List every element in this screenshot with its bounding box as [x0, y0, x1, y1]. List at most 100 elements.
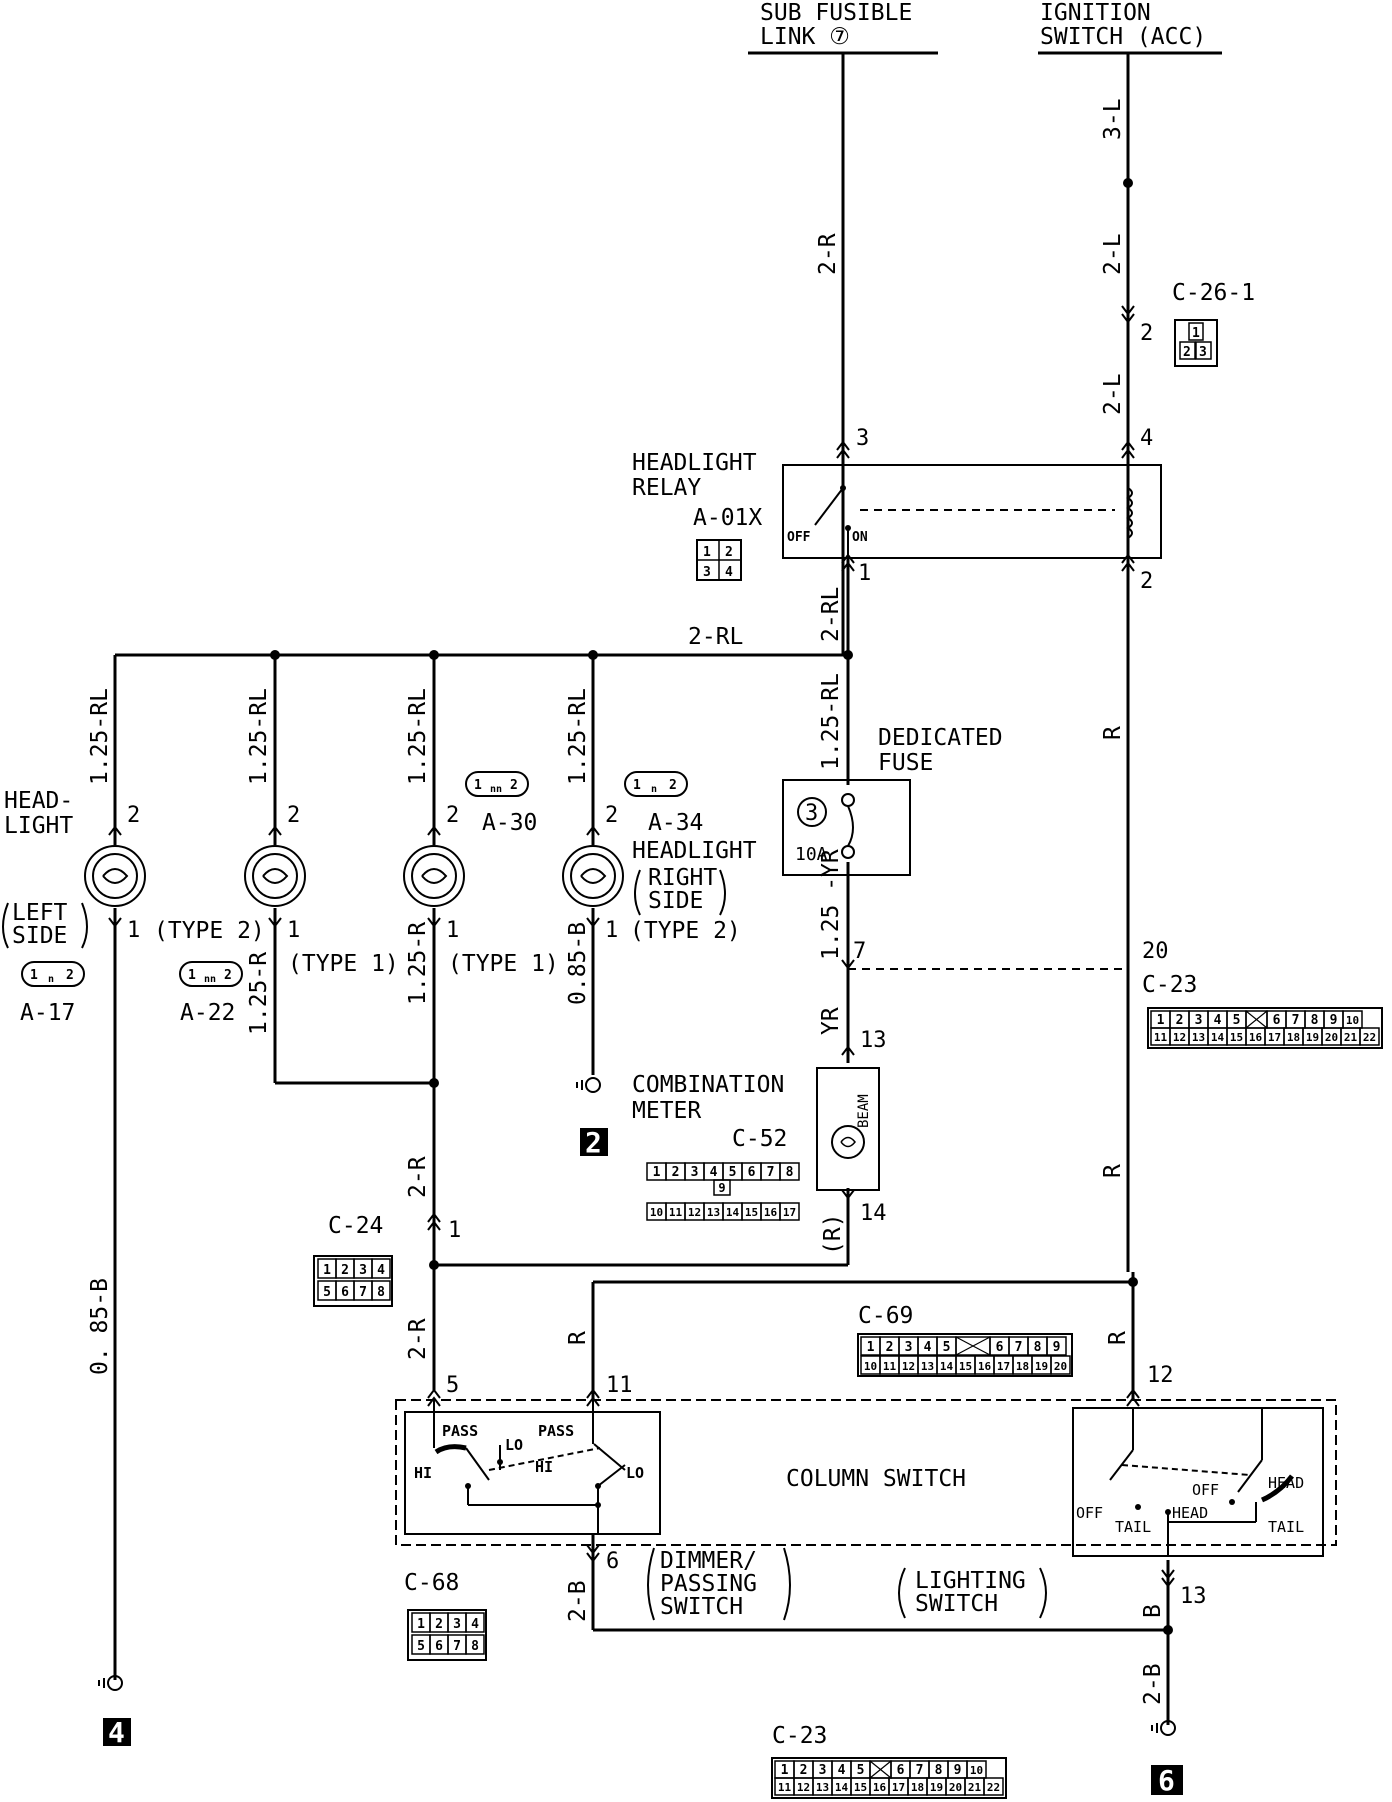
- dimmer-label-1: DIMMER/: [660, 1548, 757, 1574]
- pin-6: 6: [606, 1549, 619, 1574]
- wires: [113, 51, 1222, 1725]
- c23-pin: 1: [1157, 1013, 1165, 1028]
- c69-pin: 6: [996, 1340, 1004, 1355]
- wire-label-R-col: R: [565, 1331, 591, 1345]
- right-side-label-2: SIDE: [648, 888, 703, 914]
- relay-connector-grid: 1 2 3 4: [696, 539, 742, 581]
- c23-pin: 18: [1287, 1031, 1300, 1044]
- c69-pin: 12: [902, 1360, 915, 1373]
- left-side-label-1: LEFT: [12, 900, 68, 926]
- pin-5: 5: [446, 1373, 459, 1398]
- a01x-pin-4: 4: [725, 565, 733, 580]
- c23b-pin: 16: [873, 1781, 887, 1794]
- connector-a22-shape: 1 nn 2: [179, 961, 243, 987]
- c23b-pin: 4: [838, 1763, 846, 1778]
- c52-pin: 9: [718, 1181, 725, 1195]
- pass-label-1: PASS: [442, 1422, 478, 1440]
- a01x-pin-2: 2: [725, 545, 733, 560]
- pin-11: 11: [606, 1373, 633, 1398]
- connector-c24-label: C-24: [328, 1213, 383, 1239]
- c68-pin: 3: [453, 1617, 461, 1632]
- c52-pin: 4: [710, 1165, 718, 1180]
- wire-label-2R-b: 2-R: [405, 1318, 431, 1360]
- wire-label-125R-b: 1.25-R: [405, 922, 431, 1005]
- c23b-pin: 18: [911, 1781, 924, 1794]
- wire-label-125RL-3: 1.25-RL: [405, 688, 431, 785]
- c23b-pin: 15: [854, 1781, 867, 1794]
- ignition-switch-label-2: SWITCH (ACC): [1040, 24, 1206, 50]
- relay-label-1: HEADLIGHT: [632, 450, 757, 476]
- pin-2-relay: 2: [1140, 569, 1153, 594]
- ground-badge-6: [1151, 1765, 1183, 1795]
- beam-label: BEAM: [856, 1094, 872, 1128]
- ground-4-label: 4: [108, 1716, 125, 1749]
- hi-label-2: HI: [535, 1458, 553, 1476]
- wire-label-125RL-1: 1.25-RL: [87, 688, 113, 785]
- c23-pin: 17: [1268, 1031, 1281, 1044]
- c68-pin: 6: [435, 1639, 443, 1654]
- c23-pin: 14: [1211, 1031, 1225, 1044]
- c69-pin: 10: [864, 1360, 877, 1373]
- wire-label-125RL-fuse: 1.25-RL: [818, 673, 844, 770]
- c23-pin: 9: [1330, 1013, 1338, 1028]
- c69-pin: 15: [959, 1360, 972, 1373]
- c24-pin: 6: [341, 1285, 349, 1300]
- lighting-label-2: SWITCH: [915, 1591, 998, 1617]
- sub-fusible-link-label-1: SUB FUSIBLE: [760, 0, 912, 26]
- ground-symbol-4: [98, 1675, 123, 1691]
- c23b-pin: 8: [935, 1763, 943, 1778]
- sub-fusible-link-label-2: LINK ⑦: [760, 24, 850, 50]
- c69-pin: 20: [1054, 1360, 1067, 1373]
- wire-label-2RL-v: 2-RL: [818, 587, 844, 642]
- head-label-1: HEAD: [1172, 1504, 1208, 1522]
- c69-pin: 4: [924, 1340, 932, 1355]
- c52-pin: 12: [688, 1206, 701, 1219]
- c68-pin: 1: [417, 1617, 425, 1632]
- c23b-pin: 9: [954, 1763, 962, 1778]
- wire-label-R-upper: R: [1100, 726, 1126, 740]
- c23b-pin: 10: [970, 1764, 983, 1777]
- off-label-1: OFF: [1076, 1504, 1103, 1522]
- ground-symbol-6: [1151, 1720, 1176, 1736]
- type1-label-a: (TYPE 1): [288, 951, 399, 977]
- c23-pin: 22: [1363, 1031, 1376, 1044]
- c68-pin: 8: [471, 1639, 479, 1654]
- c23b-pin: 11: [778, 1781, 792, 1794]
- connector-a34-shape: 1 n 2: [624, 771, 688, 797]
- wire-label-125YR: 1.25 -YR: [818, 849, 844, 960]
- headlight-left-label-1: HEAD-: [4, 788, 73, 814]
- wire-label-085B-a: 0.85-B: [565, 922, 591, 1005]
- c52-pin: 3: [691, 1165, 699, 1180]
- column-switch-box: [395, 1399, 1337, 1557]
- relay-off-label: OFF: [787, 530, 811, 545]
- headlight-left-label-2: LIGHT: [4, 813, 73, 839]
- pin-1-relay: 1: [858, 561, 871, 586]
- fuse-label-1: DEDICATED: [878, 725, 1003, 751]
- c23b-pin: 19: [930, 1781, 943, 1794]
- c52-pin: 16: [764, 1206, 778, 1219]
- right-side-parens: [634, 869, 726, 916]
- c23b-pin: 7: [916, 1763, 924, 1778]
- headlight-relay-box: OFF ON: [782, 464, 1162, 559]
- pin-13-meter: 13: [860, 1028, 887, 1053]
- wire-label-B: B: [1140, 1604, 1166, 1618]
- c69-pin: 18: [1016, 1360, 1029, 1373]
- c23b-pin: 22: [987, 1781, 1000, 1794]
- c23-pin: 2: [1176, 1013, 1184, 1028]
- connector-a34-label: A-34: [648, 810, 703, 836]
- dashed-links: [848, 509, 1128, 970]
- c23-pin: 10: [1346, 1014, 1359, 1027]
- headlight-bulb-1: [84, 845, 146, 907]
- pin-1-hl2: 1: [287, 918, 300, 943]
- c24-pin: 2: [341, 1263, 349, 1278]
- c52-pin: 5: [729, 1165, 737, 1180]
- c69-pin: 1: [867, 1340, 875, 1355]
- c23-pin: 16: [1249, 1031, 1263, 1044]
- connector-c23-bottom-label: C-23: [772, 1723, 827, 1749]
- a01x-pin-3: 3: [703, 565, 711, 580]
- wire-label-085B-b: 0. 85-B: [87, 1278, 113, 1375]
- c24-pin: 7: [359, 1285, 367, 1300]
